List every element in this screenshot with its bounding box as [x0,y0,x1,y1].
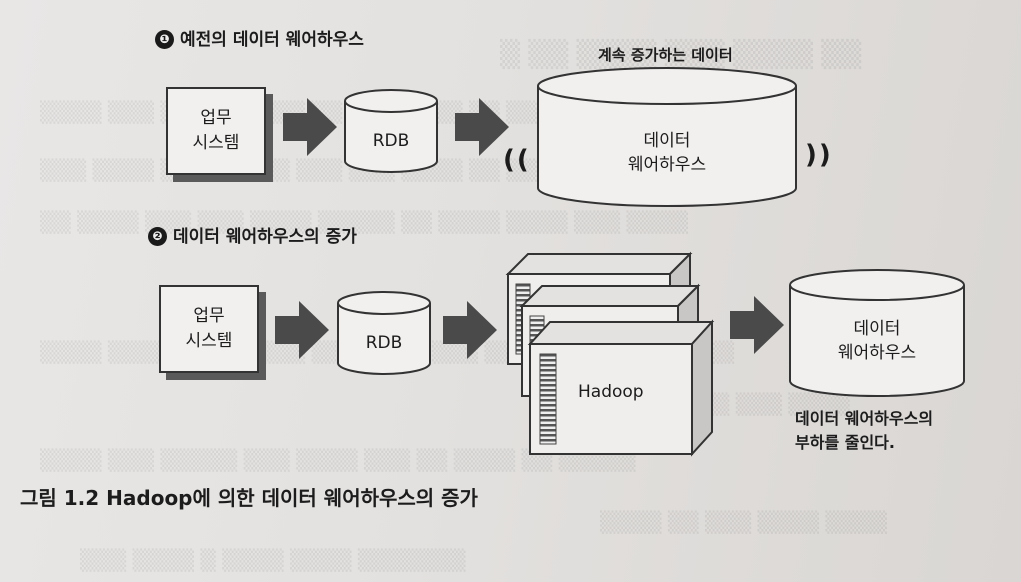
row1-dw-label: 데이터 웨어하우스 [627,131,707,175]
row2-dw-note: 데이터 웨어하우스의 부하를 줄인다. [795,409,934,452]
row1-system-label: 업무 시스템 [192,108,240,153]
row1-arrow-2 [455,98,509,160]
row1-system-box: 업무 시스템 [166,87,266,175]
row2-dw-cylinder: 데이터 웨어하우스 [788,268,966,398]
row1-rdb-cylinder: RDB [343,88,439,174]
section2-heading: ❷ 데이터 웨어하우스의 증가 [148,222,357,247]
section1-heading: ❶ 예전의 데이터 웨어하우스 [155,25,364,50]
row2-arrow-1 [275,301,329,363]
row2-system-label: 업무 시스템 [185,306,233,351]
bleed-through-text: ▒ ▒▒ ▒▒▒▒ ▒▒▒ ▒▒▒▒ ▒▒ [500,40,862,70]
section1-title: 예전의 데이터 웨어하우스 [180,30,364,50]
row1-rdb-label: RDB [372,131,410,151]
row2-system-box: 업무 시스템 [159,285,259,373]
row2-rdb-cylinder: RDB [336,290,432,376]
section2-number-badge: ❷ [148,226,167,246]
hadoop-server-front [527,319,715,457]
bleed-through-text: ▒▒▒▒ ▒▒ ▒▒▒ ▒▒▒▒ ▒▒▒▒ [600,510,887,534]
figure-caption: 그림 1.2 Hadoop에 의한 데이터 웨어하우스의 증가 [20,486,478,510]
bleed-through-text: ▒▒ ▒▒▒▒ ▒▒▒ ▒▒▒ ▒▒▒▒ ▒▒▒▒▒ ▒▒ ▒▒▒▒ ▒▒▒▒ … [40,210,689,234]
hadoop-label: Hadoop [578,382,644,402]
row2-dw-label: 데이터 웨어하우스 [837,319,917,363]
row2-arrow-2 [443,301,497,363]
row1-dw-cylinder: 데이터 웨어하우스 [536,66,798,208]
row1-left-paren: (( [503,145,531,175]
row1-dw-note: 계속 증가하는 데이터 [598,46,733,64]
row1-right-paren: )) [805,140,833,170]
bleed-through-text: ▒▒▒ ▒▒▒▒ ▒ ▒▒▒▒ ▒▒▒▒ ▒▒▒▒▒▒▒ [80,548,466,572]
row2-arrow-3 [730,296,784,358]
row2-rdb-label: RDB [365,333,403,353]
row1-arrow-1 [283,98,337,160]
section2-title: 데이터 웨어하우스의 증가 [173,227,357,247]
hadoop-server-stack: Hadoop [500,244,725,459]
section1-number-badge: ❶ [155,29,174,49]
